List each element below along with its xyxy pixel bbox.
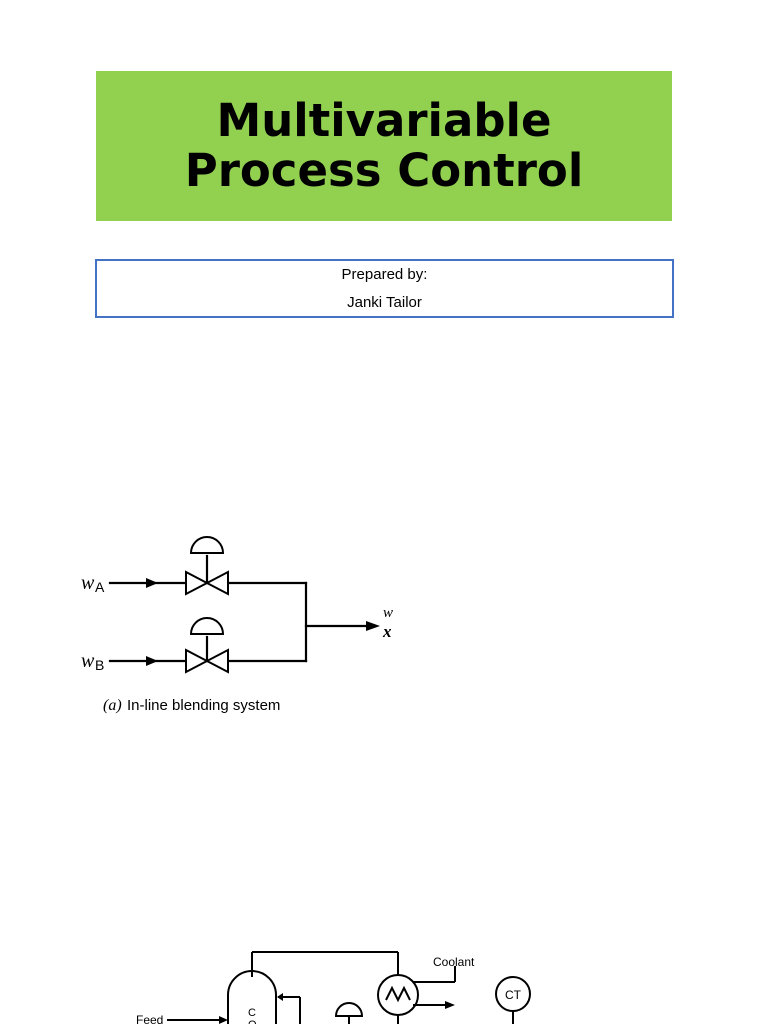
output-x-label: x: [382, 622, 392, 641]
title-banner: Multivariable Process Control: [96, 71, 672, 221]
distillation-column-diagram: Coolant Feed C O CT: [136, 951, 531, 1024]
title-line-2: Process Control: [184, 144, 584, 197]
column-letter-1: C: [248, 1007, 256, 1019]
author-box: Prepared by: Janki Tailor: [95, 259, 674, 318]
input-a-symbol: w: [81, 572, 95, 594]
column-shell: [227, 970, 277, 1024]
valve-a: [185, 536, 229, 596]
caption-text: In-line blending system: [127, 697, 280, 714]
arrow-b: [146, 656, 158, 666]
condenser: [377, 974, 419, 1016]
prepared-by-label: Prepared by:: [341, 265, 428, 283]
coolant-label: Coolant: [433, 955, 475, 969]
arrow-a: [146, 578, 158, 588]
blending-system-diagram: w A w B w x (a) In-line blending system: [81, 536, 393, 714]
input-a-subscript: A: [95, 579, 105, 595]
column-letter-2: O: [248, 1019, 257, 1024]
author-name: Janki Tailor: [347, 293, 422, 311]
output-w-label: w: [383, 605, 393, 621]
arrow-out: [366, 621, 380, 631]
title-line-1: Multivariable: [216, 94, 552, 147]
valve-b: [185, 617, 229, 674]
input-b-subscript: B: [95, 657, 104, 673]
caption-label: (a): [103, 697, 122, 714]
input-b-symbol: w: [81, 650, 95, 672]
feed-label: Feed: [136, 1013, 163, 1024]
controller-label: CT: [505, 988, 522, 1002]
